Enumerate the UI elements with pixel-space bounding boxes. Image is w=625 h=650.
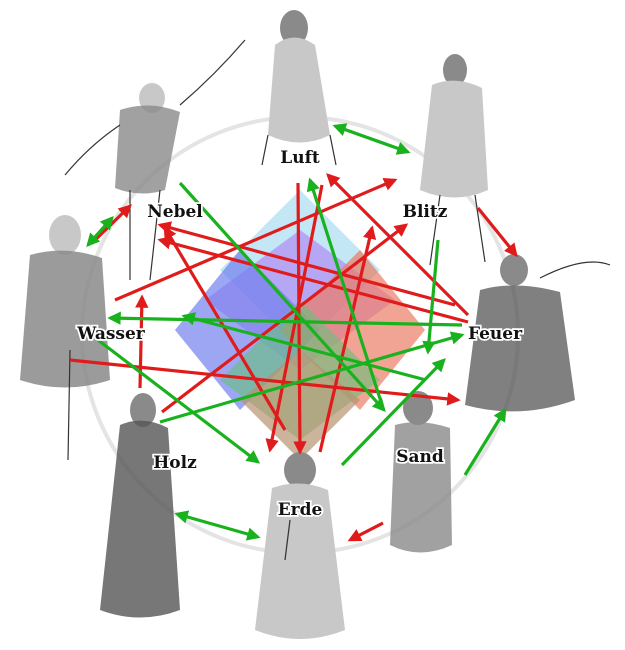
arrow-green [428,240,438,352]
label-wasser: Wasser [76,324,146,344]
figure-luft [262,10,336,165]
label-feuer: Feuer [468,324,523,344]
arrow-red [92,206,130,243]
label-blitz: Blitz [403,202,448,222]
arrow-red [478,208,516,255]
figure-holz [100,393,180,618]
arrow-green [177,514,258,537]
label-luft: Luft [280,148,320,168]
label-erde: Erde [278,500,323,520]
arrow-green [465,410,505,475]
figure-erde [255,452,345,639]
label-nebel: Nebel [147,202,203,222]
label-holz: Holz [153,453,197,473]
label-sand: Sand [396,447,444,467]
figure-sand [390,391,452,553]
figure-blitz [420,54,488,265]
figure-nebel [65,40,245,280]
